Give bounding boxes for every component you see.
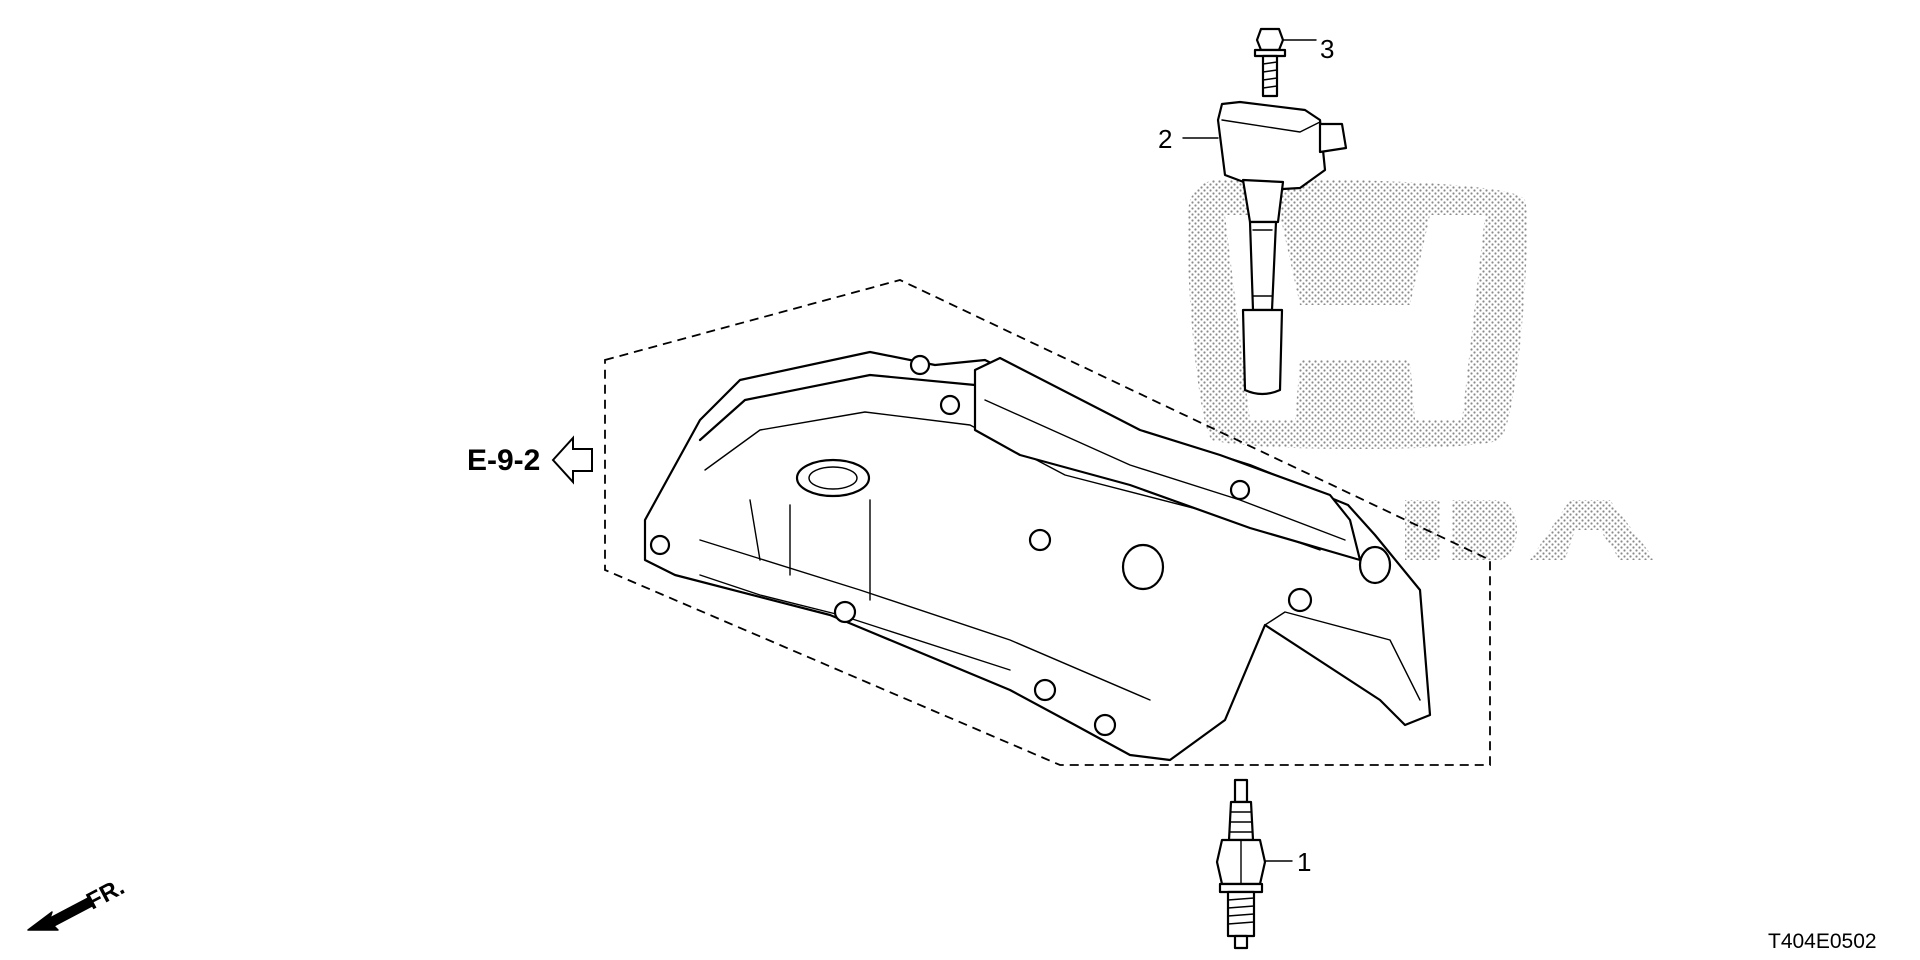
diagram-code: T404E0502 (1768, 930, 1877, 953)
callout-ignition-coil: 2 (1158, 124, 1172, 154)
front-label: FR. (82, 873, 129, 915)
callout-bolt: 3 (1320, 34, 1334, 64)
reference-arrow[interactable]: E-9-2 (467, 435, 593, 485)
front-direction-indicator: FR. (27, 873, 129, 931)
reference-code: E-9-2 (467, 444, 540, 477)
honda-logo-watermark (1187, 179, 1655, 560)
callout-spark-plug: 1 (1297, 847, 1311, 877)
bolt[interactable]: 3 (1253, 27, 1334, 98)
reference-arrow-icon (551, 435, 593, 485)
ignition-coil[interactable]: 2 (1158, 100, 1348, 396)
spark-plug[interactable]: 1 (1215, 778, 1311, 950)
assembly-boundary (604, 279, 1491, 766)
cylinder-head-cover[interactable] (643, 350, 1432, 762)
front-arrow-icon (27, 897, 93, 931)
